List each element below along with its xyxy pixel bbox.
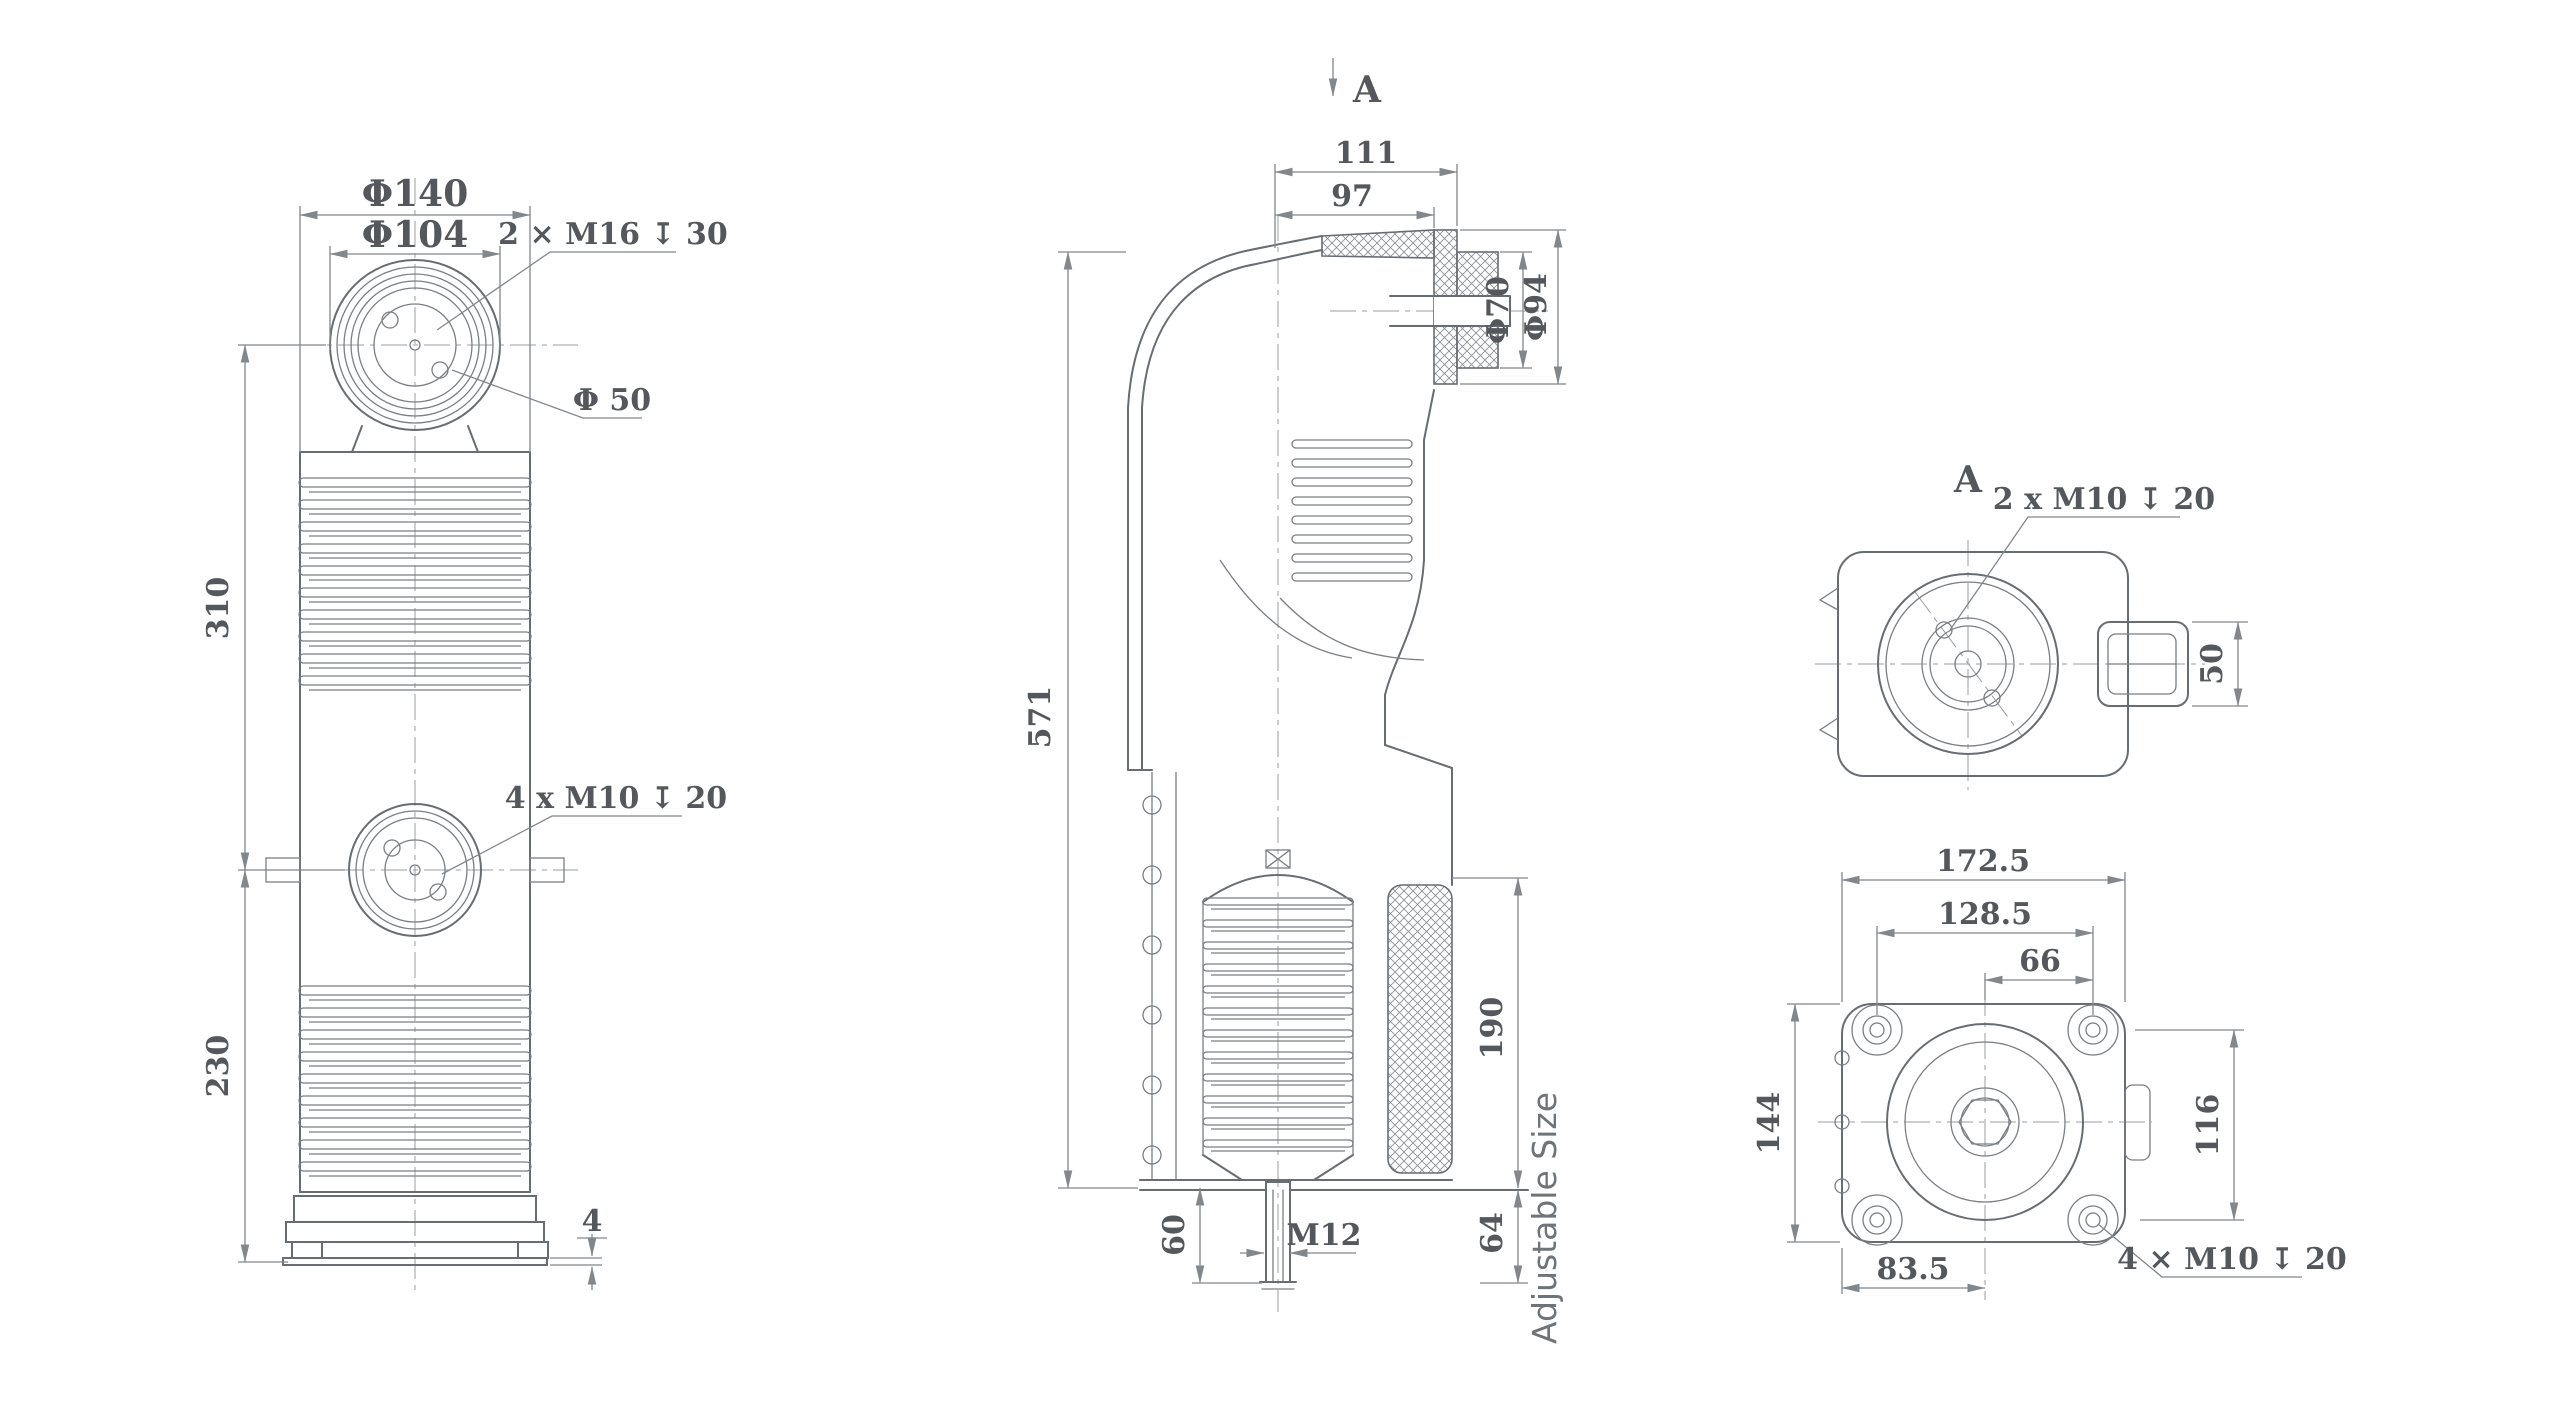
m10-hole	[429, 883, 447, 901]
section-dimensions: 111 97 Φ70 Φ94 571 190 60 M12	[1023, 136, 1566, 1344]
label-front-mid-thread: 4 x M10 ↧ 20	[505, 781, 727, 816]
dim-front-base-thickness: 4	[582, 1204, 603, 1239]
label-bottom-thread: 4 × M10 ↧ 20	[2117, 1242, 2347, 1277]
bellow	[1291, 458, 1413, 468]
view-a-dimensions: 2 x M10 ↧ 20 50	[1949, 482, 2248, 707]
bottom-view: 172.5 128.5 66 144 116 83.5 4 × M10 ↧ 20	[1752, 844, 2347, 1300]
section-cut-marker: A	[1328, 58, 1382, 111]
center-hex	[1958, 1099, 2012, 1145]
m16-hole	[381, 311, 399, 329]
left-tab	[1818, 717, 1839, 741]
view-a-label: A	[1953, 459, 1983, 501]
dim-lower-height: 190	[1475, 997, 1510, 1060]
m10-hole	[1935, 621, 1953, 639]
front-body-outline	[299, 425, 531, 1193]
section-stem	[1259, 1181, 1297, 1290]
bellow	[1291, 496, 1413, 506]
dim-terminal-flange-dia: Φ94	[1519, 273, 1554, 341]
bottom-dimensions: 172.5 128.5 66 144 116 83.5 4 × M10 ↧ 20	[1752, 844, 2347, 1294]
dim-stem-thread: M12	[1287, 1218, 1362, 1253]
center-hole	[409, 864, 421, 876]
section-bottom-plate	[1139, 1179, 1529, 1191]
front-base	[282, 1195, 549, 1266]
dim-front-lower-span: 230	[201, 1035, 236, 1098]
section-top-terminal	[1321, 229, 1511, 385]
dim-plate-height: 144	[1752, 1092, 1787, 1155]
dim-front-ring-diameter: Φ104	[362, 214, 469, 256]
dim-plate-width: 172.5	[1936, 844, 2030, 879]
note-adjustable-size: Adjustable Size	[1525, 1092, 1564, 1344]
label-front-top-thread: 2 × M16 ↧ 30	[498, 217, 728, 252]
front-dimensions: Φ140 Φ104 2 × M16 ↧ 30 Φ 50 310 230 4 x …	[201, 173, 728, 1290]
section-view: A	[1023, 58, 1566, 1344]
side-clamp	[2097, 621, 2189, 707]
section-vacuum-bottle	[1202, 849, 1354, 1181]
bottom-plate	[1834, 1003, 2151, 1246]
bellow	[1291, 534, 1413, 544]
center-hole	[1954, 650, 1982, 678]
label-view-a-thread: 2 x M10 ↧ 20	[1993, 482, 2215, 517]
dim-bolt-half-spacing: 66	[2019, 944, 2061, 979]
dim-arm-outer: 111	[1335, 136, 1398, 171]
front-view: Φ140 Φ104 2 × M16 ↧ 30 Φ 50 310 230 4 x …	[201, 173, 728, 1296]
left-edge-bumps	[1834, 1050, 1850, 1194]
section-right-shed-column	[1387, 884, 1453, 1174]
bellow	[1291, 553, 1413, 563]
right-tab	[2124, 1084, 2151, 1161]
dim-arm-inner: 97	[1331, 179, 1373, 214]
label-front-center-hole: Φ 50	[573, 383, 651, 418]
section-left-bellows	[1142, 772, 1177, 1180]
bellow	[1291, 439, 1413, 449]
bellow	[1291, 477, 1413, 487]
section-upper-bellows	[1291, 439, 1413, 582]
m10-hole	[383, 839, 401, 857]
dim-half-width: 83.5	[1876, 1252, 1949, 1287]
m10-hole	[1983, 689, 2001, 707]
bellow	[1291, 572, 1413, 582]
view-a: A 2 x M10 ↧ 20 50	[1815, 459, 2248, 790]
section-body-outline	[1127, 235, 1453, 886]
foot	[517, 1241, 549, 1259]
dim-front-upper-span: 310	[201, 577, 236, 640]
view-a-bolt-centerline	[1914, 591, 2023, 737]
side-tab	[529, 857, 565, 883]
dim-bolt-spacing-v: 116	[2191, 1094, 2226, 1157]
dim-bolt-spacing-h: 128.5	[1938, 897, 2032, 932]
dim-view-a-width: 50	[2195, 643, 2230, 685]
dim-adjustable-length: 64	[1475, 1212, 1510, 1254]
dim-stem-length: 60	[1157, 1214, 1192, 1256]
left-tab	[1818, 587, 1839, 611]
bellow	[1291, 515, 1413, 525]
section-cut-label: A	[1352, 69, 1382, 111]
view-a-body	[1818, 551, 2189, 777]
dim-total-height: 571	[1023, 686, 1058, 749]
dim-terminal-boss-dia: Φ70	[1481, 276, 1516, 344]
m16-hole	[431, 361, 449, 379]
dim-front-outer-diameter: Φ140	[362, 173, 469, 215]
section-inner-lines	[1219, 559, 1425, 661]
center-hole	[409, 339, 421, 351]
foot	[291, 1241, 323, 1259]
